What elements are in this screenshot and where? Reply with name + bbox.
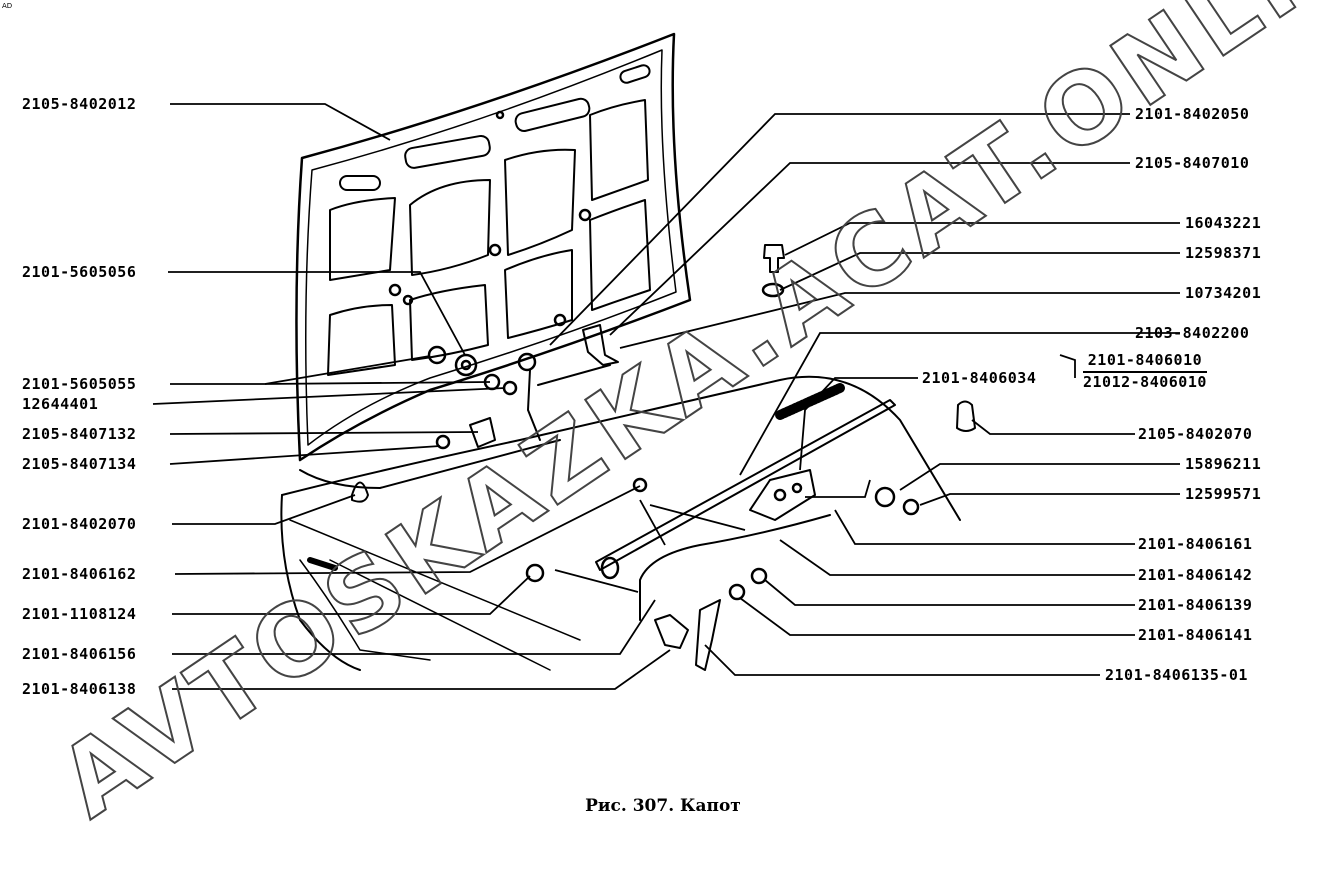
watermark-text: AVTOSKAZKA.ACAT.ONLINE: [40, 0, 1326, 840]
leader-2105-8402012: [170, 103, 391, 141]
part-label: 2101-8406135-01: [1105, 666, 1248, 684]
body-front: [281, 375, 961, 521]
part-label: 2101-8406156: [22, 645, 137, 663]
fraction-numerator: 2101-8406010: [1083, 351, 1207, 373]
part-label: 2101-5605056: [22, 263, 137, 281]
part-label: 2105-8402012: [22, 95, 137, 113]
part-label: 16043221: [1185, 214, 1262, 232]
part-label: 2101-5605055: [22, 375, 137, 393]
part-label: 2101-8406141: [1138, 626, 1253, 644]
watermark: AVTOSKAZKA.ACAT.ONLINE: [39, 0, 1326, 841]
variant-fraction-label: 2101-8406010 21012-8406010: [1083, 351, 1207, 392]
part-label: 12644401: [22, 395, 99, 413]
part-label: 2101-8406142: [1138, 566, 1253, 584]
corner-mark: AD: [2, 2, 13, 10]
part-label: 2105-8407132: [22, 425, 137, 443]
part-label: 2101-8406161: [1138, 535, 1253, 553]
part-label: 2103-8402200: [1135, 324, 1250, 342]
part-label: 15896211: [1185, 455, 1262, 473]
part-label: 2105-8402070: [1138, 425, 1253, 443]
part-label: 2101-8406139: [1138, 596, 1253, 614]
hood-panel: [295, 32, 692, 462]
figure-caption: Рис. 307. Капот: [585, 796, 741, 816]
part-label: 2101-8402070: [22, 515, 137, 533]
part-label: 2101-8406034: [922, 369, 1037, 387]
fraction-denominator: 21012-8406010: [1083, 373, 1207, 391]
leader-2101-5605056: [168, 271, 466, 356]
part-label: 2105-8407134: [22, 455, 137, 473]
part-label: 2101-1108124: [22, 605, 137, 623]
part-label: 12599571: [1185, 485, 1262, 503]
part-label: 12598371: [1185, 244, 1262, 262]
part-label: 2101-8406162: [22, 565, 137, 583]
part-label: 2101-8406138: [22, 680, 137, 698]
part-label: 2105-8407010: [1135, 154, 1250, 172]
part-label: 10734201: [1185, 284, 1262, 302]
part-label: 2101-8402050: [1135, 105, 1250, 123]
